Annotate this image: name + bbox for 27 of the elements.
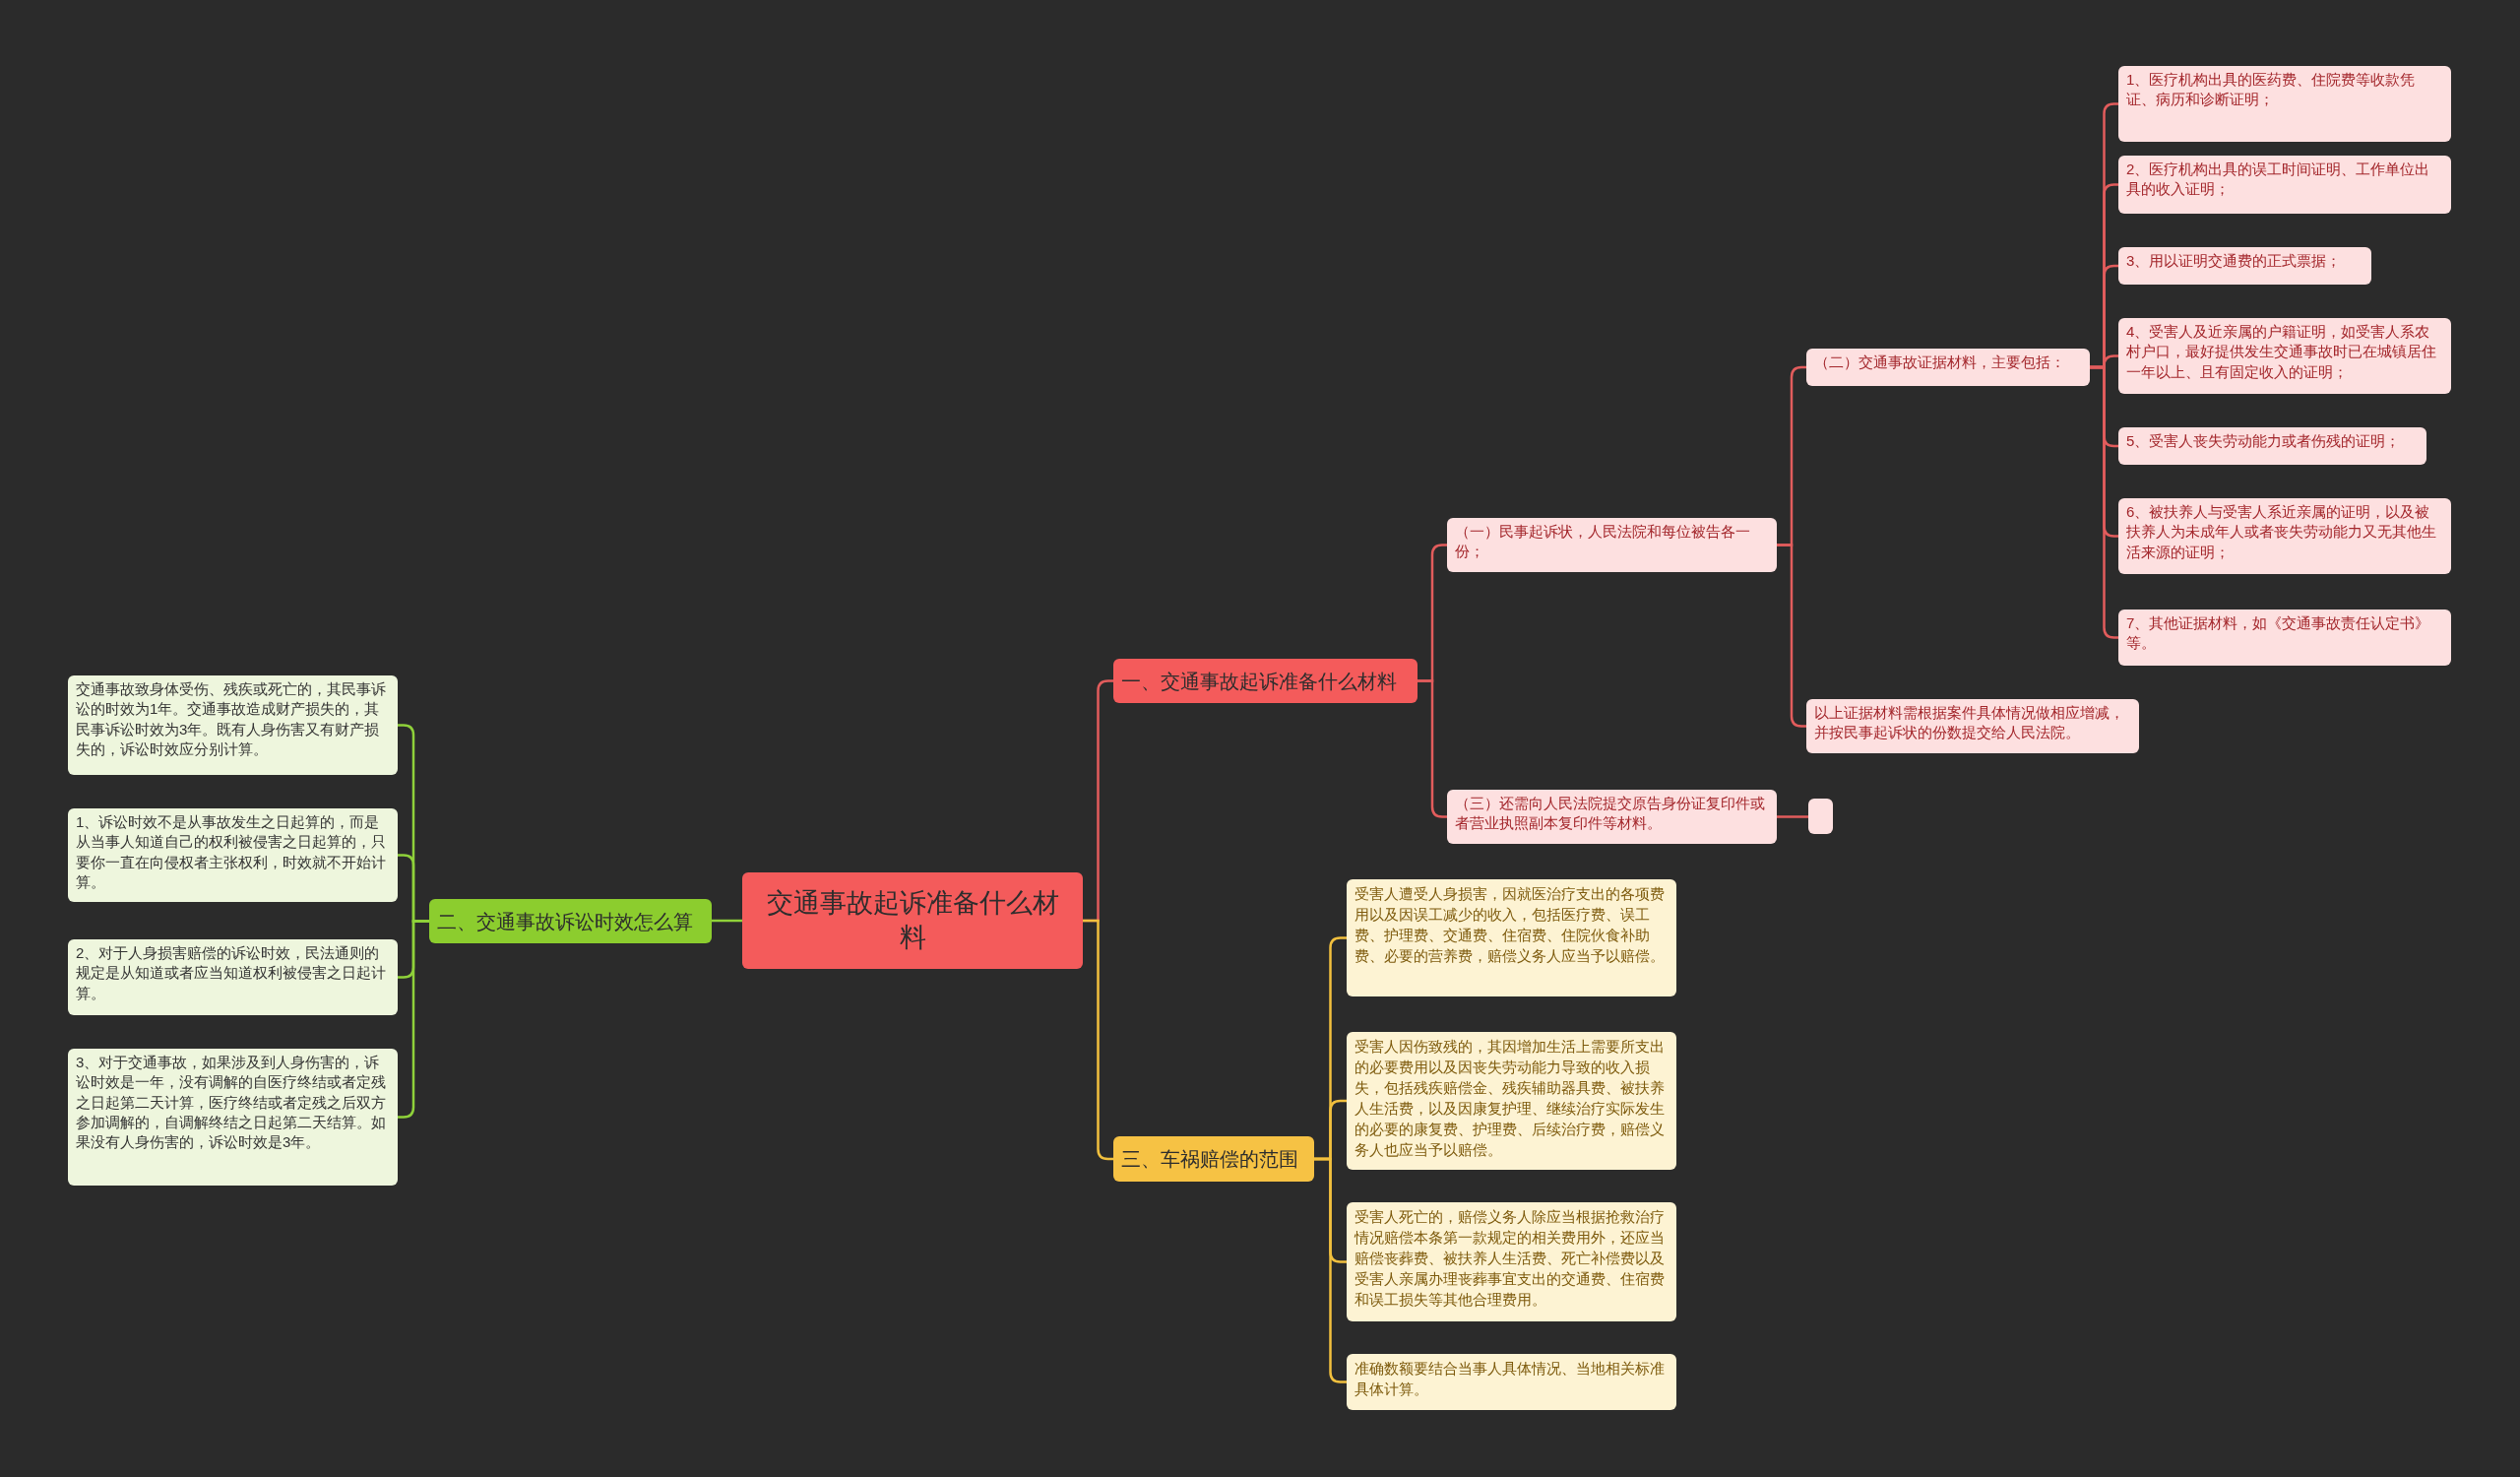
- subtopic-card: 准确数额要结合当事人具体情况、当地相关标准具体计算。: [1347, 1354, 1676, 1410]
- subtopic-card: 交通事故致身体受伤、残疾或死亡的，其民事诉讼的时效为1年。交通事故造成财产损失的，其民事诉讼时效为3年。既有人身伤害又有财产损失的，诉讼时效应分别计算。: [68, 675, 398, 775]
- subtopic-card: （二）交通事故证据材料，主要包括：: [1806, 349, 2090, 386]
- connector-line: [1777, 815, 1808, 818]
- subtopic-card: 2、医疗机构出具的误工时间证明、工作单位出具的收入证明；: [2118, 156, 2451, 214]
- subtopic-card: 受害人死亡的，赔偿义务人除应当根据抢救治疗情况赔偿本条第一款规定的相关费用外，还应当赔偿丧葬费、被扶养人生活费、死亡补偿费以及受害人亲属办理丧葬事宜支出的交通费、住宿费和误工损失等其他合理费用。: [1347, 1202, 1676, 1321]
- branch-topic: 一、交通事故起诉准备什么材料: [1113, 659, 1418, 703]
- subtopic-card: 2、对于人身损害赔偿的诉讼时效，民法通则的规定是从知道或者应当知道权利被侵害之日起计算。: [68, 939, 398, 1015]
- connector-line: [712, 919, 742, 923]
- branch-topic: 二、交通事故诉讼时效怎么算: [429, 899, 712, 943]
- subtopic-card: （三）还需向人民法院提交原告身份证复印件或者营业执照副本复印件等材料。: [1447, 790, 1777, 844]
- subtopic-card: 1、诉讼时效不是从事故发生之日起算的，而是从当事人知道自己的权利被侵害之日起算的，只要你一直在向侵权者主张权利，时效就不开始计算。: [68, 808, 398, 902]
- subtopic-card: 3、用以证明交通费的正式票据；: [2118, 247, 2371, 285]
- subtopic-card: 受害人因伤致残的，其因增加生活上需要所支出的必要费用以及因丧失劳动能力导致的收入损失，包括残疾赔偿金、残疾辅助器具费、被扶养人生活费，以及因康复护理、继续治疗实际发生的必要的康复费、护理费、后续治疗费，赔偿义务人也应当予以赔偿。: [1347, 1032, 1676, 1170]
- empty-box: [1808, 799, 1833, 834]
- subtopic-card: 5、受害人丧失劳动能力或者伤残的证明；: [2118, 427, 2426, 465]
- subtopic-card: 4、受害人及近亲属的户籍证明，如受害人系农村户口，最好提供发生交通事故时已在城镇居住一年以上、且有固定收入的证明；: [2118, 318, 2451, 394]
- connector-line: [1314, 1157, 1347, 1383]
- subtopic-card: 6、被扶养人与受害人系近亲属的证明，以及被扶养人为未成年人或者丧失劳动能力又无其他生活来源的证明；: [2118, 498, 2451, 574]
- subtopic-card: 7、其他证据材料，如《交通事故责任认定书》等。: [2118, 610, 2451, 666]
- central-topic: 交通事故起诉准备什么材料: [742, 872, 1083, 969]
- subtopic-card: 3、对于交通事故，如果涉及到人身伤害的，诉讼时效是一年，没有调解的自医疗终结或者定残之日起第二天计算，医疗终结或者定残之后双方参加调解的，自调解终结之日起第二天结算。如果没有人身伤害的，诉讼时效是3年。: [68, 1049, 398, 1186]
- branch-topic: 三、车祸赔偿的范围: [1113, 1136, 1314, 1182]
- subtopic-card: 受害人遭受人身损害，因就医治疗支出的各项费用以及因误工减少的收入，包括医疗费、误工费、护理费、交通费、住宿费、住院伙食补助费、必要的营养费，赔偿义务人应当予以赔偿。: [1347, 879, 1676, 996]
- subtopic-card: （一）民事起诉状，人民法院和每位被告各一份；: [1447, 518, 1777, 572]
- subtopic-card: 1、医疗机构出具的医药费、住院费等收款凭证、病历和诊断证明；: [2118, 66, 2451, 142]
- subtopic-card: 以上证据材料需根据案件具体情况做相应增减，并按民事起诉状的份数提交给人民法院。: [1806, 699, 2139, 753]
